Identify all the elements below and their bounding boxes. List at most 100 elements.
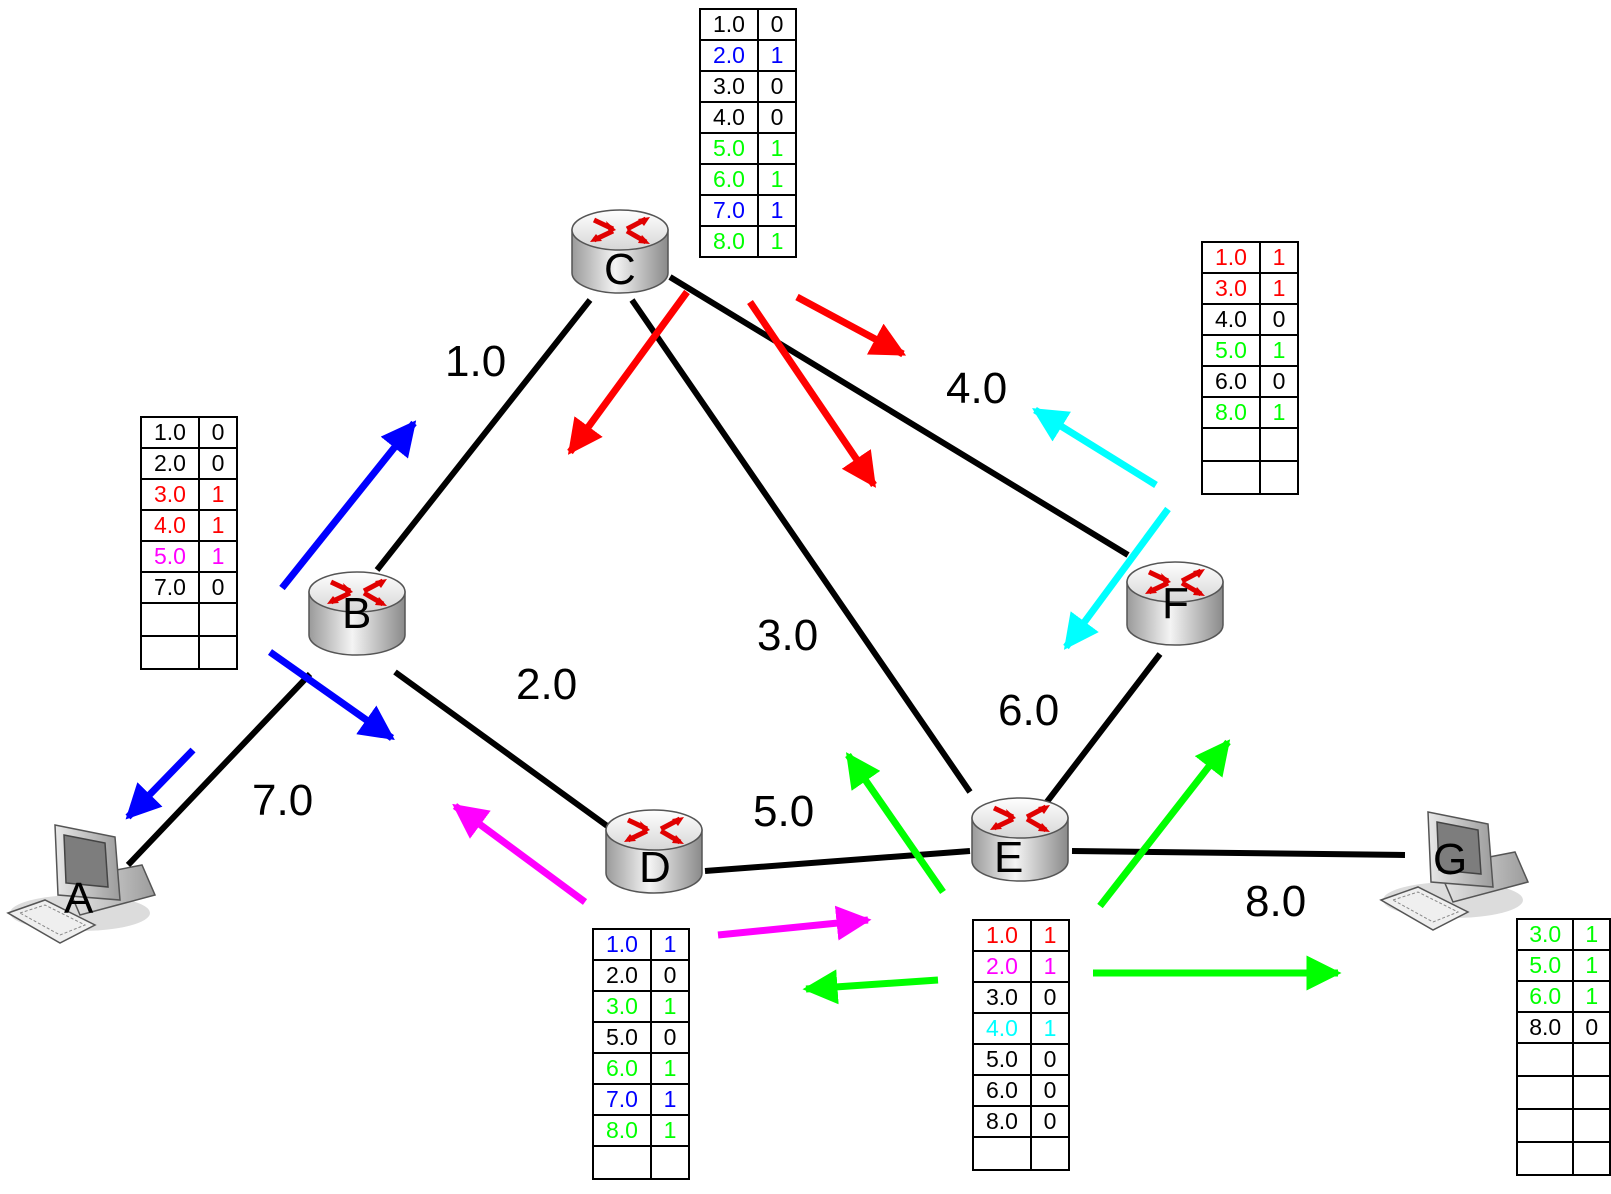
computer-icon (1379, 811, 1530, 931)
router-e: E (971, 797, 1069, 882)
link-c-f (668, 274, 1130, 558)
computer-a: A (6, 824, 157, 944)
router-label-e: E (994, 833, 1023, 882)
hop-count-cell: 1 (757, 39, 797, 72)
hop-count-cell: 1 (650, 990, 690, 1023)
hop-count-cell: 0 (1030, 1074, 1070, 1107)
network-cell: 5.0 (140, 540, 200, 573)
arrow-red-c-to-b (567, 289, 690, 455)
network-cell: 1.0 (1201, 241, 1261, 274)
arrow-green-e-to-d (802, 969, 939, 1005)
empty-cell (592, 1145, 652, 1180)
link-c-e (629, 298, 973, 794)
computer-label-g: G (1433, 835, 1467, 884)
table-row-empty (592, 1145, 690, 1180)
hop-count-cell: 1 (1259, 241, 1299, 274)
network-cell: 3.0 (972, 981, 1032, 1014)
empty-cell (198, 635, 238, 670)
router-b: B (308, 571, 406, 656)
hop-count-cell: 1 (1030, 919, 1070, 952)
network-cell: 3.0 (592, 990, 652, 1023)
arrow-red-c-to-e (747, 300, 877, 488)
arrow-blue-b-to-c (279, 420, 417, 591)
network-cell: 5.0 (972, 1043, 1032, 1076)
empty-cell (1515, 1042, 1575, 1077)
router-label-b: B (342, 589, 371, 638)
network-label-7: 7.0 (252, 776, 313, 825)
hop-count-cell: 1 (650, 1114, 690, 1147)
network-label-2: 2.0 (516, 660, 577, 709)
arrow-red-c-to-f (795, 293, 907, 358)
router-label-c: C (604, 245, 636, 294)
hop-count-cell: 0 (1259, 365, 1299, 398)
empty-cell (1572, 1108, 1611, 1143)
network-label-6: 6.0 (998, 686, 1059, 735)
computer-icon (6, 824, 157, 944)
hop-count-cell: 1 (650, 1083, 690, 1116)
hop-count-cell: 1 (1259, 272, 1299, 305)
network-cell: 7.0 (140, 571, 200, 604)
arrow-magenta-d-to-e (717, 905, 872, 941)
router-f: F (1126, 561, 1224, 646)
router-icon (1126, 561, 1224, 646)
network-cell: 8.0 (972, 1105, 1032, 1138)
network-cell: 4.0 (972, 1012, 1032, 1045)
empty-cell (1201, 427, 1261, 462)
network-cell: 2.0 (592, 959, 652, 992)
network-cell: 3.0 (1515, 918, 1575, 951)
network-label-1: 1.0 (445, 337, 506, 386)
hop-count-cell: 1 (1259, 396, 1299, 429)
router-icon (605, 809, 703, 894)
computer-g: G (1379, 811, 1530, 931)
hop-count-cell: 1 (198, 509, 238, 542)
network-cell: 1.0 (592, 928, 652, 961)
link-e-g (1071, 848, 1406, 858)
network-cell: 7.0 (699, 194, 759, 227)
link-b-d (393, 669, 612, 831)
hop-count-cell: 0 (757, 8, 797, 41)
hop-count-cell: 1 (198, 540, 238, 573)
network-labels: 1.0 2.0 3.0 4.0 5.0 6.0 7.0 8.0 (252, 337, 1306, 926)
network-cell: 1.0 (972, 919, 1032, 952)
hop-count-cell: 1 (198, 478, 238, 511)
network-cell: 8.0 (699, 225, 759, 258)
arrow-cyan-f-to-e (1063, 506, 1171, 650)
link-b-c (374, 298, 593, 572)
network-cell: 6.0 (1201, 365, 1261, 398)
link-d-e (704, 848, 971, 874)
empty-cell (1259, 460, 1299, 495)
update-arrows (125, 289, 1342, 1005)
network-cell: 2.0 (140, 447, 200, 480)
hop-count-cell: 1 (757, 132, 797, 165)
network-cell: 5.0 (699, 132, 759, 165)
network-cell: 5.0 (1515, 949, 1575, 982)
router-c: C (571, 209, 669, 294)
hop-count-cell: 1 (1030, 950, 1070, 983)
network-label-5: 5.0 (753, 787, 814, 836)
hop-count-cell: 1 (1572, 918, 1611, 951)
hop-count-cell: 0 (198, 416, 238, 449)
network-cell: 3.0 (140, 478, 200, 511)
